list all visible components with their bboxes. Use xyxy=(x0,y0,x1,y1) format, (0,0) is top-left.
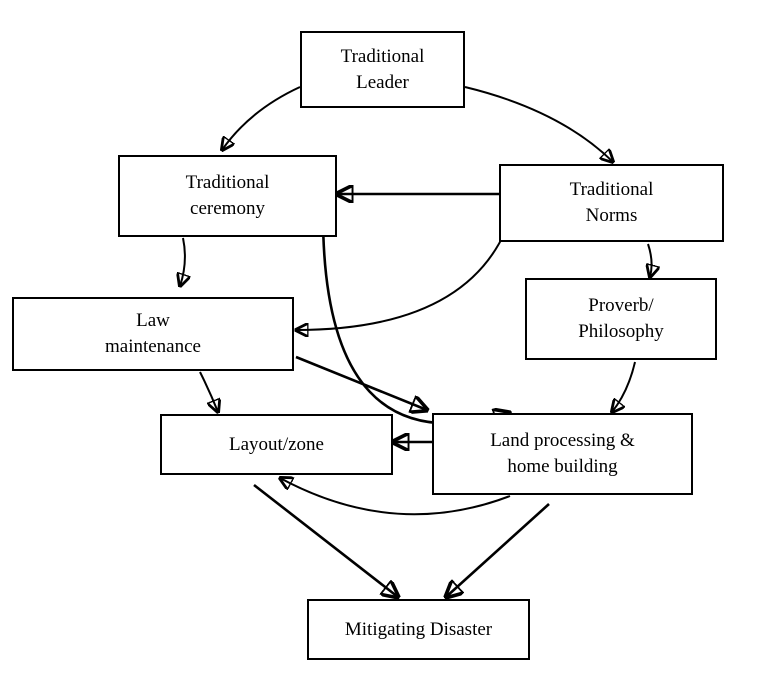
node-layout-zone: Layout/zone xyxy=(160,414,393,475)
arrow-norms-to-proverb xyxy=(648,243,652,277)
arrow-ceremony-to-law xyxy=(180,237,185,286)
arrow-ceremony-to-land xyxy=(321,213,510,423)
node-traditional-ceremony: Traditional ceremony xyxy=(118,155,337,237)
arrow-law-to-land xyxy=(295,355,427,410)
node-law-maintenance: Law maintenance xyxy=(12,297,294,371)
arrow-layout-to-disaster xyxy=(253,483,398,597)
node-land-processing: Land processing & home building xyxy=(432,413,693,495)
arrow-leader-to-ceremony xyxy=(222,86,301,150)
node-traditional-norms: Traditional Norms xyxy=(499,164,724,242)
arrow-land-to-disaster xyxy=(446,503,550,597)
node-proverb-philosophy: Proverb/ Philosophy xyxy=(525,278,717,360)
arrow-law-to-layout xyxy=(199,371,218,412)
node-mitigating-disaster: Mitigating Disaster xyxy=(307,599,530,660)
arrow-land-to-layout-curve xyxy=(280,478,511,516)
arrow-leader-to-norms xyxy=(464,86,613,162)
node-traditional-leader: Traditional Leader xyxy=(300,31,465,108)
arrow-proverb-to-land xyxy=(612,361,636,412)
